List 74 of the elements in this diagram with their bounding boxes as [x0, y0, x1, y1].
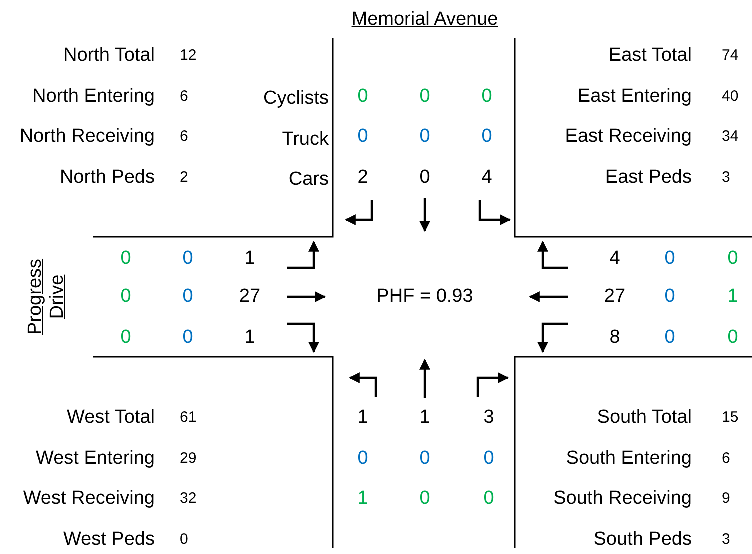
approach-label: North Entering: [32, 86, 155, 108]
turning-count: 0: [120, 327, 132, 349]
total-value: 29: [180, 449, 197, 469]
approach-label: West Entering: [36, 448, 155, 470]
turning-count: 0: [358, 126, 368, 148]
turning-count: 0: [728, 327, 738, 349]
turning-count: 0: [358, 448, 368, 470]
turning-count: 1: [420, 407, 430, 429]
turning-count: 0: [182, 286, 194, 308]
turning-count: 0: [358, 86, 368, 108]
approach-label: South Total: [597, 407, 692, 429]
total-value: 2: [180, 168, 188, 188]
total-value: 3: [722, 168, 730, 188]
total-value: 12: [180, 46, 197, 66]
peak-hour-factor: PHF = 0.93: [376, 286, 474, 308]
approach-label: East Receiving: [565, 126, 692, 148]
approach-label: North Total: [63, 45, 155, 67]
approach-label: East Peds: [605, 167, 692, 189]
total-value: 61: [180, 408, 197, 428]
approach-label: South Peds: [594, 529, 692, 551]
turning-count: 0: [420, 448, 430, 470]
turning-count: 1: [358, 407, 368, 429]
turning-count: 1: [244, 248, 256, 270]
turning-count: 0: [182, 327, 194, 349]
approach-label: North Receiving: [20, 126, 155, 148]
total-value: 34: [722, 127, 739, 147]
total-value: 40: [722, 87, 739, 107]
total-value: 15: [722, 408, 739, 428]
turning-count: 27: [604, 286, 626, 308]
total-value: 74: [722, 46, 739, 66]
vehicle-class-label: Cyclists: [264, 88, 329, 110]
approach-label: East Entering: [578, 86, 692, 108]
turning-count: 8: [610, 327, 620, 349]
total-value: 0: [180, 530, 188, 550]
total-value: 6: [180, 87, 188, 107]
total-value: 6: [722, 449, 730, 469]
vehicle-class-label: Truck: [282, 129, 329, 151]
turning-count: 0: [728, 248, 738, 270]
turning-count: 0: [182, 248, 194, 270]
approach-label: West Receiving: [23, 488, 155, 510]
vehicle-class-label: Cars: [288, 169, 329, 191]
total-value: 9: [722, 489, 730, 509]
turning-count: 0: [420, 126, 430, 148]
turning-count: 0: [664, 248, 676, 270]
turning-count: 27: [239, 286, 261, 308]
turning-count: 0: [484, 488, 494, 510]
turning-count: 0: [420, 86, 430, 108]
turning-count: 1: [358, 488, 368, 510]
approach-label: West Peds: [63, 529, 155, 551]
total-value: 3: [722, 530, 730, 550]
street-name: Memorial Avenue: [352, 9, 498, 31]
approach-label: South Receiving: [554, 488, 692, 510]
turning-count: 0: [120, 286, 132, 308]
turning-count: 2: [358, 167, 368, 189]
turning-count: 0: [482, 86, 492, 108]
turning-count: 4: [610, 248, 620, 270]
total-value: 6: [180, 127, 188, 147]
turning-count: 1: [244, 327, 256, 349]
turning-count: 0: [664, 286, 676, 308]
approach-label: South Entering: [566, 448, 692, 470]
approach-label: East Total: [608, 45, 692, 67]
turning-count: 1: [728, 286, 738, 308]
approach-label: West Total: [66, 407, 155, 429]
turning-count: 0: [484, 448, 494, 470]
turning-count: 0: [482, 126, 492, 148]
turning-count: 0: [420, 167, 430, 189]
turning-count: 0: [420, 488, 430, 510]
total-value: 32: [180, 489, 197, 509]
turning-count: 0: [664, 327, 676, 349]
street-name: Progress Drive: [25, 258, 69, 338]
turning-count: 0: [120, 248, 132, 270]
turning-count: 4: [482, 167, 492, 189]
approach-label: North Peds: [60, 167, 155, 189]
turning-count: 3: [484, 407, 494, 429]
